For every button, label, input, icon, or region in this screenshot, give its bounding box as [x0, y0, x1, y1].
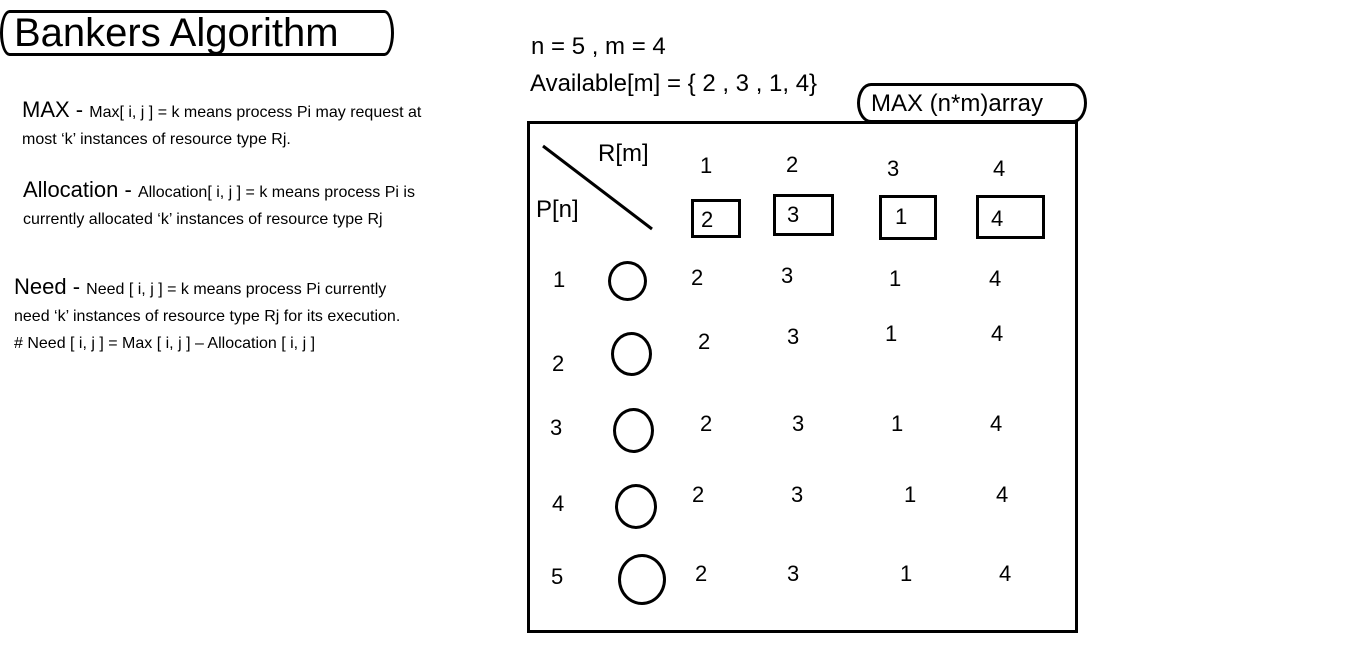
allocation-definition: Allocation - Allocation[ i, j ] = k mean…: [23, 176, 415, 233]
need-term: Need -: [14, 274, 87, 299]
max-line-2: most ‘k’ instances of resource type Rj.: [22, 131, 291, 148]
matrix-cell: 1: [900, 561, 913, 586]
process-circle: [608, 261, 647, 301]
matrix-cell: 3: [792, 411, 805, 436]
available-value: 3: [787, 202, 800, 227]
title-box: [0, 10, 394, 56]
available-vector: Available[m] = { 2 , 3 , 1, 4}: [530, 70, 818, 97]
matrix-cell: 3: [787, 324, 800, 349]
matrix-cell: 2: [692, 482, 705, 507]
max-label-box: [857, 83, 1087, 123]
matrix-cell: 4: [989, 266, 1002, 291]
process-label: 2: [552, 351, 565, 376]
process-axis-label: P[n]: [536, 196, 579, 223]
process-label: 4: [552, 491, 565, 516]
matrix-cell: 2: [700, 411, 713, 436]
max-matrix-frame: [527, 121, 1078, 633]
matrix-cell: 4: [999, 561, 1012, 586]
available-value: 2: [701, 207, 714, 232]
need-line-2: need ‘k’ instances of resource type Rj f…: [14, 308, 401, 325]
available-box: [691, 199, 741, 238]
resource-header: 3: [887, 156, 900, 181]
max-term: MAX -: [22, 97, 90, 122]
resource-header: 4: [993, 156, 1006, 181]
matrix-cell: 3: [781, 263, 794, 288]
resource-axis-label: R[m]: [598, 140, 649, 167]
matrix-cell: 1: [889, 266, 902, 291]
matrix-cell: 4: [991, 321, 1004, 346]
available-box: [879, 195, 937, 240]
matrix-cell: 3: [791, 482, 804, 507]
resource-header: 2: [786, 152, 799, 177]
matrix-cell: 2: [698, 329, 711, 354]
process-label: 1: [553, 267, 566, 292]
n-m-values: n = 5 , m = 4: [531, 33, 666, 60]
process-circle: [613, 408, 654, 453]
available-value: 1: [895, 204, 908, 229]
matrix-cell: 3: [787, 561, 800, 586]
matrix-cell: 4: [990, 411, 1003, 436]
process-label: 3: [550, 415, 563, 440]
matrix-cell: 1: [891, 411, 904, 436]
matrix-cell: 2: [691, 265, 704, 290]
matrix-cell: 4: [996, 482, 1009, 507]
allocation-line-1: Allocation[ i, j ] = k means process Pi …: [137, 184, 415, 201]
allocation-term: Allocation -: [23, 177, 138, 202]
process-circle: [615, 484, 657, 529]
process-circle: [611, 332, 652, 376]
allocation-line-2: currently allocated ‘k’ instances of res…: [23, 211, 383, 228]
max-line-1: Max[ i, j ] = k means process Pi may req…: [89, 104, 422, 121]
available-value: 4: [991, 206, 1004, 231]
available-box: [773, 194, 834, 236]
matrix-cell: 2: [695, 561, 708, 586]
page-title: Bankers Algorithm: [14, 11, 339, 55]
resource-header: 1: [700, 153, 713, 178]
process-label: 5: [551, 564, 564, 589]
max-array-label: MAX (n*m)array: [871, 90, 1044, 117]
process-circle: [618, 554, 666, 605]
max-definition: MAX - Max[ i, j ] = k means process Pi m…: [22, 96, 421, 153]
available-box: [976, 195, 1045, 239]
matrix-cell: 1: [904, 482, 917, 507]
need-line-3: # Need [ i, j ] = Max [ i, j ] – Allocat…: [14, 335, 316, 352]
need-line-1: Need [ i, j ] = k means process Pi curre…: [86, 281, 387, 298]
need-definition: Need - Need [ i, j ] = k means process P…: [14, 273, 400, 357]
matrix-cell: 1: [885, 321, 898, 346]
